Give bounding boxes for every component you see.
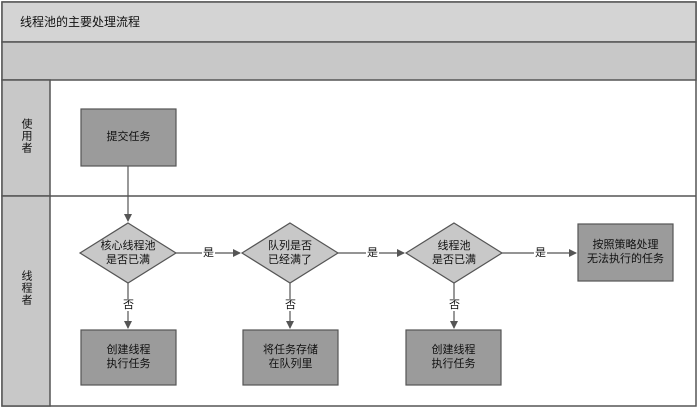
edge-label-no-1: 否 [122, 298, 135, 311]
create-thread-box-2 [405, 329, 502, 386]
store-queue-box [242, 329, 339, 386]
edge-label-yes-3: 是 [534, 246, 547, 259]
edge-label-yes-1: 是 [202, 246, 215, 259]
lane-label-thread: 线程者 [20, 270, 33, 306]
header-band [1, 41, 697, 81]
edge-label-yes-2: 是 [366, 246, 379, 259]
edge-label-no-2: 否 [284, 298, 297, 311]
create-thread-box-1 [80, 329, 177, 386]
lane-label-cell-thread [1, 195, 51, 407]
store-queue-label: 将任务存储 在队列里 [263, 343, 318, 370]
lane-label-cell-user [1, 79, 51, 197]
edge-label-no-3: 否 [448, 298, 461, 311]
core-pool-decision-label: 核心线程池 是否已满 [100, 239, 156, 266]
reject-label: 按照策略处理 无法执行的任务 [587, 238, 664, 265]
create-thread-label-2: 创建线程 执行任务 [431, 343, 476, 370]
reject-box [577, 223, 674, 282]
submit-task-label: 提交任务 [106, 130, 151, 143]
submit-task-box [80, 108, 177, 167]
create-thread-label-1: 创建线程 执行任务 [106, 343, 151, 370]
pool-decision-label: 线程池 是否已满 [432, 239, 476, 266]
title-bar [1, 1, 697, 43]
lane-label-user: 使用者 [20, 118, 33, 154]
diagram-title: 线程池的主要处理流程 [20, 15, 141, 29]
queue-decision-label: 队列是否 已经满了 [268, 239, 312, 266]
